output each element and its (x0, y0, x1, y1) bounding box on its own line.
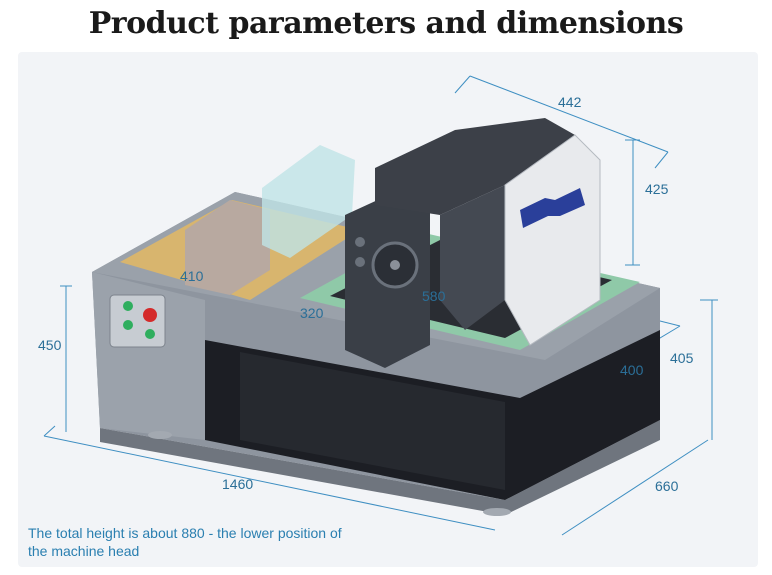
dim-head-height: 425 (645, 181, 669, 197)
page-title: Product parameters and dimensions (88, 6, 684, 41)
dim-right-depth: 400 (620, 362, 644, 378)
machine-head (375, 118, 575, 215)
dim-tray-width: 410 (180, 268, 204, 284)
dim-right-height: 405 (670, 350, 694, 366)
dim-body-height: 450 (38, 337, 62, 353)
dim-total-length: 1460 (222, 476, 254, 492)
height-note: The total height is about 880 - the lowe… (28, 525, 342, 559)
dim-total-depth: 660 (655, 478, 679, 494)
dim-tray-depth: 320 (300, 305, 324, 321)
dim-rail-length: 580 (422, 288, 446, 304)
dim-head-width: 442 (558, 94, 582, 110)
head-stripe (520, 188, 585, 228)
feeder-block (185, 200, 270, 295)
